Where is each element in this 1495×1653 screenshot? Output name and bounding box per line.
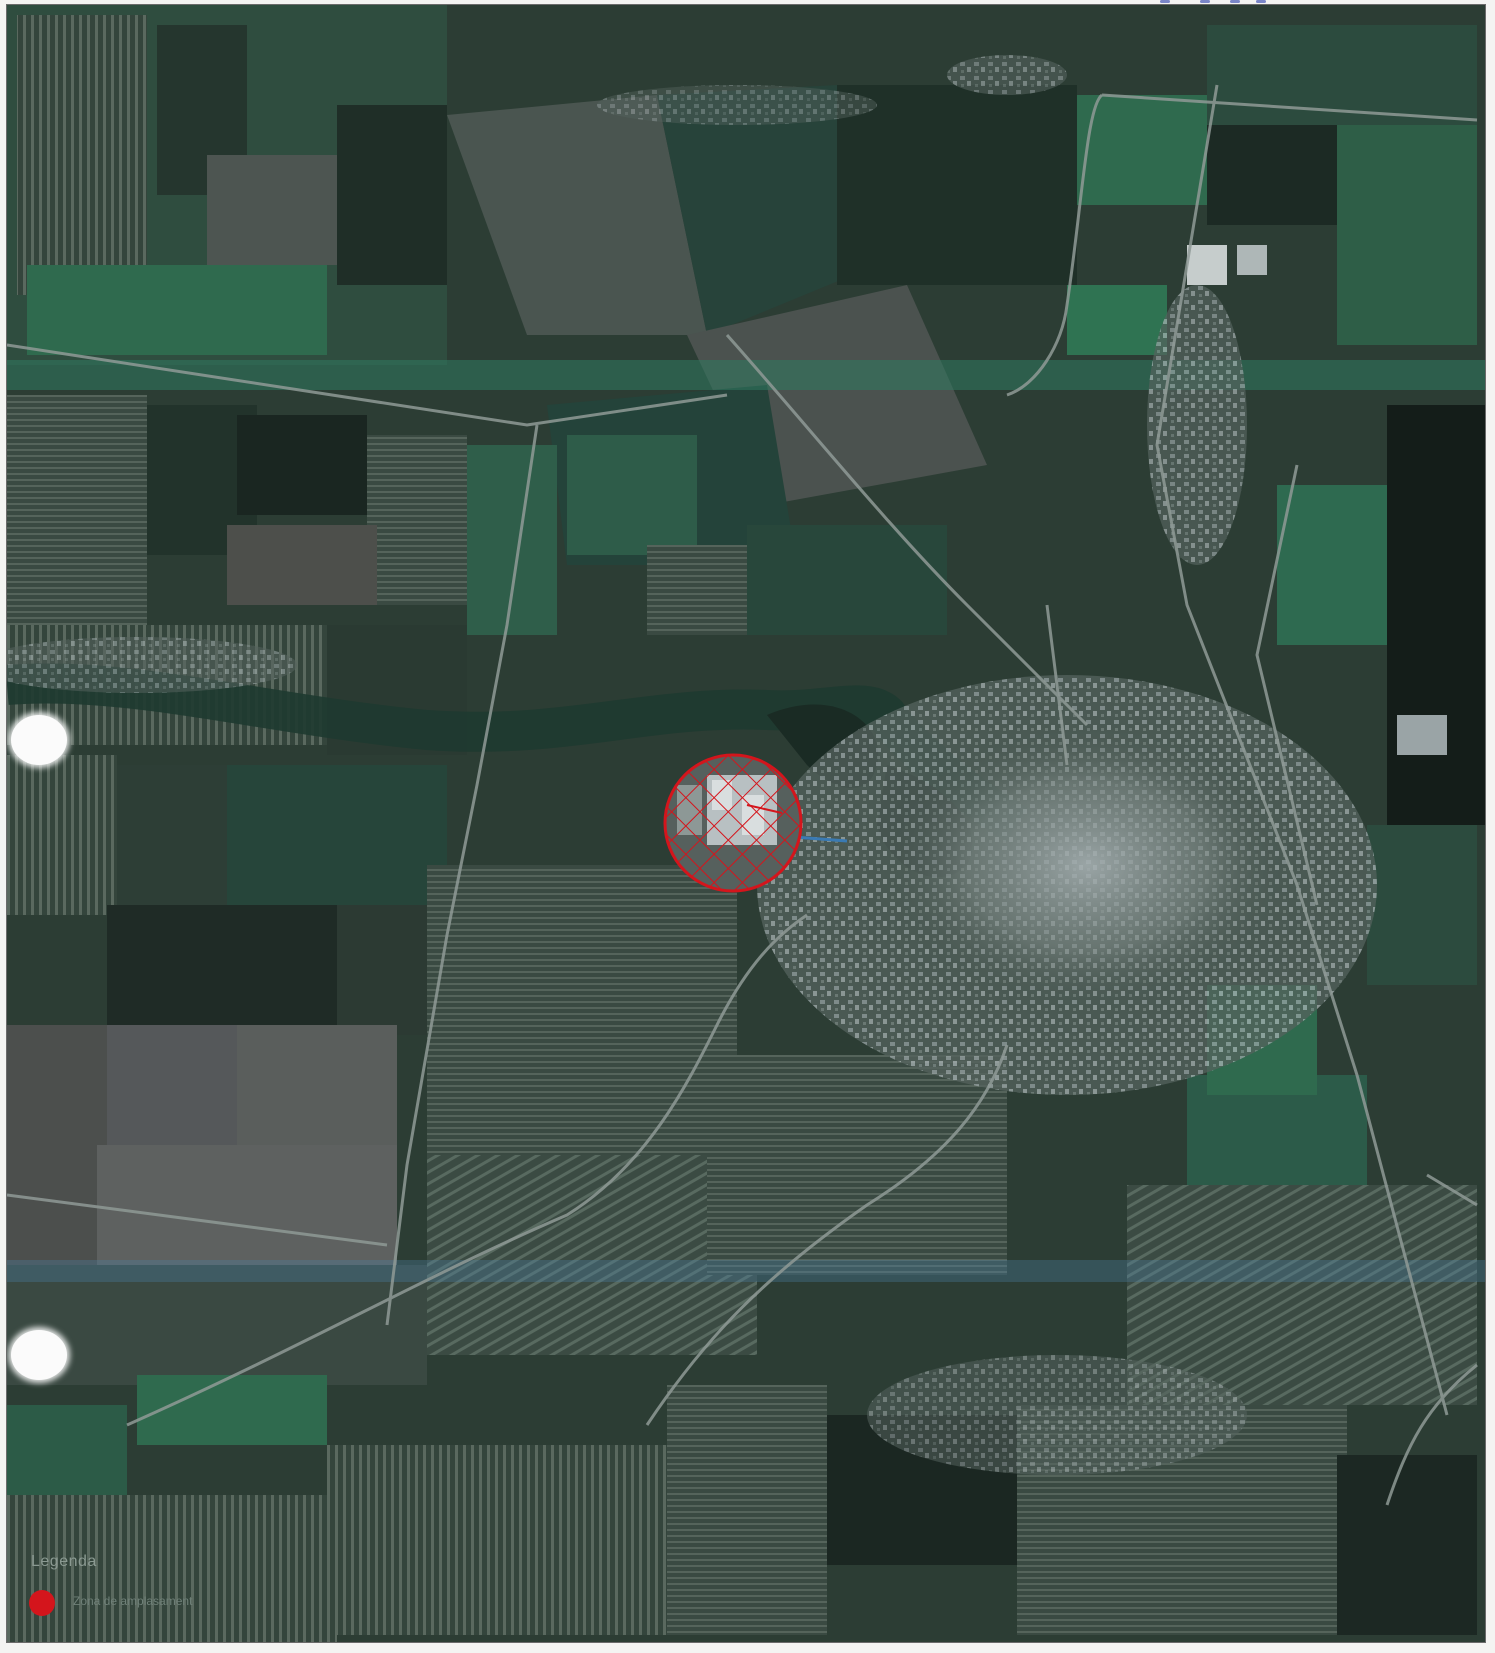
legend-title: Legenda — [31, 1553, 97, 1570]
punch-hole-bottom — [11, 1330, 67, 1380]
legend-item-label: Zona de amplasament — [73, 1594, 193, 1608]
legend: Legenda Zona de amplasament — [15, 1543, 275, 1616]
satellite-map[interactable]: Legenda Zona de amplasament — [6, 4, 1486, 1643]
punch-hole-top — [11, 715, 67, 765]
site-marker — [663, 753, 803, 893]
scan-marks — [1160, 0, 1340, 8]
legend-site-marker-icon — [29, 1590, 55, 1616]
satellite-map-image — [7, 5, 1485, 1642]
